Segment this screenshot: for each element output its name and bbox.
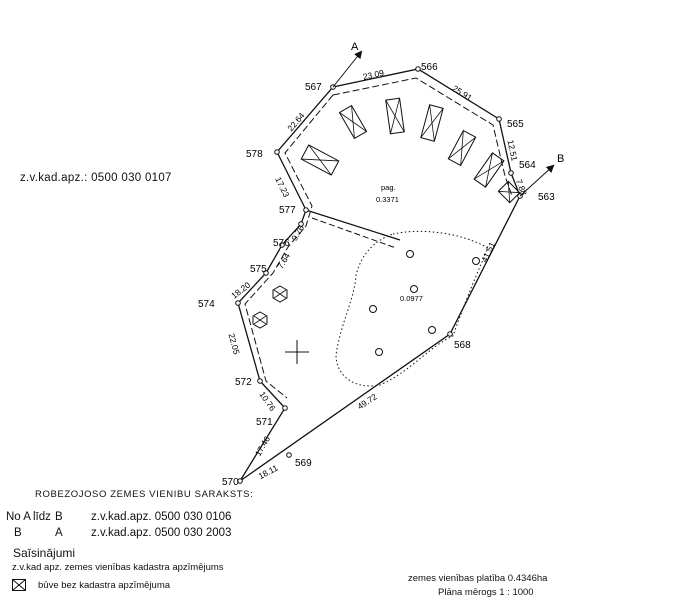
survey-cross-icon <box>285 340 309 364</box>
building-icon <box>300 144 340 176</box>
direction-arrow-a <box>332 50 363 88</box>
dimension-label: 25.91 <box>451 83 475 103</box>
internal-division-line <box>305 209 401 241</box>
point-label: 575 <box>250 264 267 275</box>
boundary-point <box>279 242 285 248</box>
point-labels: 563 564 565 566 567 578 577 576 575 574 … <box>198 62 555 488</box>
neighbor-to-word: līdz <box>33 511 51 523</box>
boundary-point <box>303 207 309 213</box>
cadastral-id-label: z.v.kad.apz.: 0500 030 0107 <box>20 172 172 184</box>
dimension-label: 41.51 <box>479 240 497 264</box>
dimension-label: 7.64 <box>275 251 292 271</box>
boundary-point <box>274 149 280 155</box>
boundary-point <box>257 378 263 384</box>
hexagon-symbol <box>272 285 288 303</box>
building-icon <box>385 97 405 135</box>
building-icon <box>420 104 444 142</box>
dashed-offset-line <box>244 94 334 399</box>
direction-label-a: A <box>351 41 359 53</box>
dimension-label: 18.11 <box>257 463 280 482</box>
hexagon-symbol <box>252 311 268 329</box>
total-area-label: zemes vienības platība 0.4346ha <box>408 573 548 584</box>
neighbor-from: B <box>14 527 22 539</box>
point-label: 568 <box>454 340 471 351</box>
dimension-label: 9.76 <box>289 223 306 243</box>
point-label: 571 <box>256 417 273 428</box>
point-label: 577 <box>279 205 296 216</box>
building-icon <box>338 104 368 140</box>
boundary-point <box>447 331 453 337</box>
point-label: 563 <box>538 192 555 203</box>
point-label: 576 <box>273 238 290 249</box>
tree-icon <box>472 257 480 265</box>
tree-icon <box>428 326 436 334</box>
dimension-label: 49.72 <box>355 391 379 411</box>
boundary-point <box>235 300 241 306</box>
point-label: 569 <box>295 458 312 469</box>
tree-icon <box>369 305 377 313</box>
dimension-label: 18.20 <box>229 280 252 301</box>
boundary-point <box>286 452 292 458</box>
point-label: 564 <box>519 160 536 171</box>
dimension-label: 17.23 <box>273 175 291 199</box>
point-label: 578 <box>246 149 263 160</box>
building-icon <box>497 180 521 204</box>
neighbors-title: ROBEZOJOSO ZEMES VIENIBU SARAKSTS: <box>35 489 254 500</box>
dimension-label: 22.05 <box>227 332 242 355</box>
neighbor-cadastral-id: z.v.kad.apz. 0500 030 0106 <box>91 511 232 523</box>
legend-abbreviation: z.v.kad apz. zemes vienības kadastra apz… <box>12 562 224 573</box>
point-label: 566 <box>421 62 438 73</box>
dashed-offset-line <box>332 77 513 197</box>
boundary-point <box>237 478 243 484</box>
parcel-inner-label: pag. <box>381 183 396 192</box>
wooded-area-label: 0.0977 <box>400 294 423 303</box>
scale-label: Plāna mērogs 1 : 1000 <box>438 587 534 598</box>
neighbor-cadastral-id: z.v.kad.apz. 0500 030 2003 <box>91 527 232 539</box>
dimension-label: 10.76 <box>257 390 278 413</box>
neighbor-to: A <box>55 527 63 539</box>
boundary-point <box>415 66 421 72</box>
tree-icon <box>410 285 418 293</box>
dimension-label: 7.88 <box>514 178 529 197</box>
parcel-boundary <box>237 68 521 482</box>
direction-arrow-b <box>519 164 555 197</box>
boundary-point <box>508 170 514 176</box>
point-label: 574 <box>198 299 215 310</box>
legend-title: Saīsinājumi <box>13 546 76 560</box>
building-icon <box>473 152 505 188</box>
point-label: 570 <box>222 477 239 488</box>
boundary-point <box>298 221 304 227</box>
internal-division-line <box>311 217 397 249</box>
point-label: 567 <box>305 82 322 93</box>
building-icon <box>447 129 477 167</box>
boundary-point <box>282 405 288 411</box>
neighbor-from: No A <box>6 511 31 523</box>
tree-icon <box>406 250 414 258</box>
legend-building-label: būve bez kadastra apzīmējuma <box>38 580 171 591</box>
neighbor-to: B <box>55 511 63 523</box>
tree-markers <box>369 250 480 356</box>
tree-icon <box>375 348 383 356</box>
direction-label-b: B <box>557 153 564 165</box>
parcel-inner-area: 0.3371 <box>376 195 399 204</box>
dimension-label: 17.46 <box>253 434 272 458</box>
boundary-point <box>496 116 502 122</box>
dimension-label: 23.09 <box>362 68 385 82</box>
point-label: 572 <box>235 377 252 388</box>
boundary-point <box>263 270 269 276</box>
dimension-label: 12.51 <box>505 139 519 162</box>
point-label: 565 <box>507 119 524 130</box>
building-legend-icon <box>12 579 26 591</box>
wooded-area-outline <box>335 230 489 387</box>
building-symbols <box>300 97 521 204</box>
